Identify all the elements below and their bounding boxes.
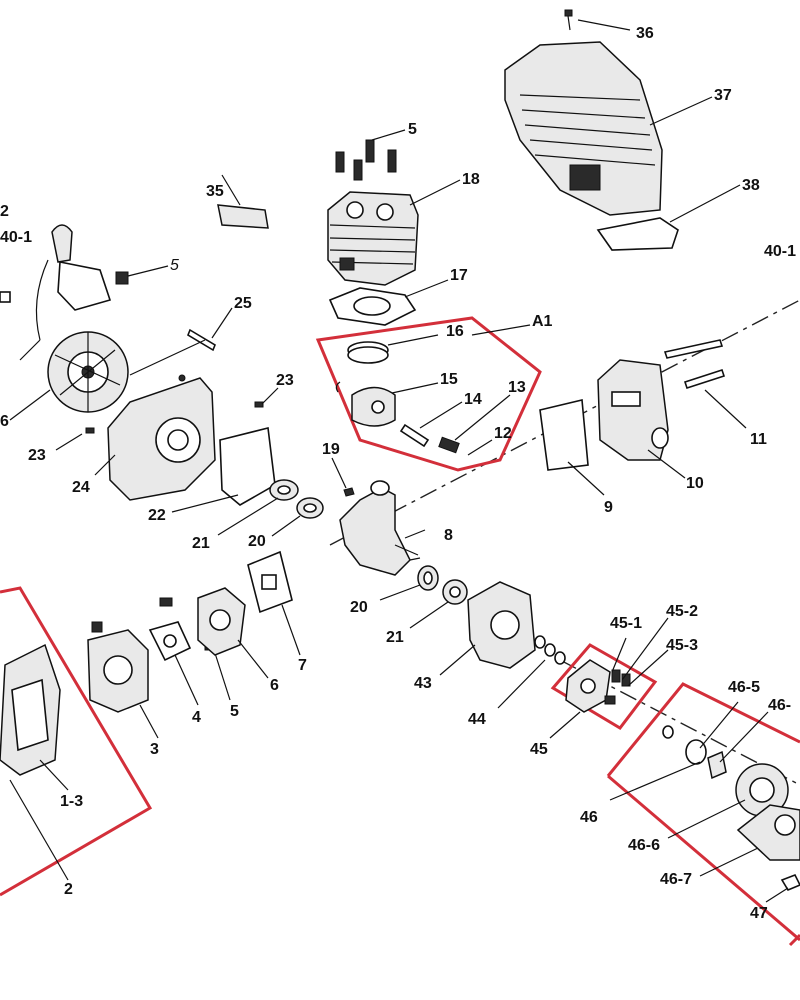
air-filter-assembly bbox=[0, 586, 153, 897]
cylinder-18 bbox=[327, 179, 461, 286]
label-2-bottom: 2 bbox=[64, 881, 73, 898]
label-18: 18 bbox=[462, 171, 480, 188]
label-21-upper: 21 bbox=[192, 535, 210, 552]
crankcase-24 bbox=[94, 374, 216, 501]
label-21-lower: 21 bbox=[386, 629, 404, 646]
label-36: 36 bbox=[636, 25, 654, 42]
label-11: 11 bbox=[750, 431, 767, 448]
label-3: 3 bbox=[150, 741, 159, 758]
label-15: 15 bbox=[440, 371, 458, 388]
label-2-top: 2 bbox=[0, 203, 9, 220]
label-14: 14 bbox=[464, 391, 482, 408]
screw-36 bbox=[564, 9, 631, 31]
label-45-3: 45-3 bbox=[666, 637, 698, 654]
seal-20-upper bbox=[271, 497, 324, 537]
label-46: 46 bbox=[580, 809, 598, 826]
gasket-22 bbox=[171, 427, 276, 513]
washers-44 bbox=[497, 635, 566, 709]
label-5-lower: 5 bbox=[230, 703, 239, 720]
label-46-6: 46-6 bbox=[628, 837, 660, 854]
intake-6 bbox=[197, 587, 269, 679]
label-1-3: 1-3 bbox=[60, 793, 83, 810]
highlight-46-bottom bbox=[607, 774, 800, 942]
gasket-38 bbox=[596, 184, 741, 251]
highlight-45-outline bbox=[550, 643, 658, 730]
label-46-7: 46-7 bbox=[660, 871, 692, 888]
clutch-drum-46 bbox=[606, 682, 800, 947]
crankcase-43 bbox=[439, 581, 536, 676]
crankshaft-8 bbox=[339, 480, 426, 576]
label-47: 47 bbox=[750, 905, 768, 922]
label-8: 8 bbox=[444, 527, 453, 544]
label-46-x: 46- bbox=[768, 697, 791, 714]
seal-20-lower bbox=[379, 565, 439, 601]
label-6-lower: 6 bbox=[270, 677, 279, 694]
label-20-lower: 20 bbox=[350, 599, 368, 616]
bearing-21-lower bbox=[409, 579, 468, 629]
muffler-10 bbox=[597, 359, 686, 479]
label-25: 25 bbox=[234, 295, 252, 312]
label-a1: A1 bbox=[532, 313, 553, 330]
label-5-top: 5 bbox=[408, 121, 417, 138]
highlight-left-outline bbox=[0, 586, 153, 897]
carburetor-3 bbox=[87, 621, 159, 739]
screw-5-italic bbox=[115, 265, 169, 285]
label-4: 4 bbox=[192, 709, 201, 726]
label-9: 9 bbox=[604, 499, 613, 516]
exhaust-gasket-9 bbox=[539, 399, 605, 496]
label-46-5: 46-5 bbox=[728, 679, 760, 696]
cylinder-gasket-17 bbox=[328, 279, 449, 326]
label-16: 16 bbox=[446, 323, 464, 340]
label-22: 22 bbox=[148, 507, 166, 524]
part-labels: 36 37 38 5 18 35 2 40-1 5 40-1 17 25 16 … bbox=[0, 25, 796, 922]
key-19 bbox=[331, 457, 355, 497]
label-13: 13 bbox=[508, 379, 526, 396]
label-12: 12 bbox=[494, 425, 512, 442]
spark-plug-35 bbox=[217, 174, 269, 229]
label-5-italic: 5 bbox=[170, 257, 179, 274]
carb-gasket-4 bbox=[148, 621, 199, 706]
label-40-1-right: 40-1 bbox=[764, 243, 796, 260]
label-6-left: 6 bbox=[0, 413, 9, 430]
highlight-a1-outline bbox=[315, 316, 542, 472]
pin-25 bbox=[129, 307, 233, 376]
muffler-bolts-11 bbox=[663, 339, 747, 429]
label-38: 38 bbox=[742, 177, 760, 194]
label-35: 35 bbox=[206, 183, 224, 200]
label-45: 45 bbox=[530, 741, 548, 758]
gasket-7 bbox=[247, 550, 301, 656]
label-43: 43 bbox=[414, 675, 432, 692]
clutch-45 bbox=[549, 617, 669, 739]
ignition-coil bbox=[0, 224, 112, 361]
label-10: 10 bbox=[686, 475, 704, 492]
label-19: 19 bbox=[322, 441, 340, 458]
label-45-2: 45-2 bbox=[666, 603, 698, 620]
label-24: 24 bbox=[72, 479, 90, 496]
label-23-right: 23 bbox=[276, 372, 294, 389]
label-44: 44 bbox=[468, 711, 486, 728]
label-40-1-left: 40-1 bbox=[0, 229, 32, 246]
pins-23 bbox=[55, 387, 279, 451]
cylinder-bolts-5 bbox=[335, 129, 406, 181]
label-20-upper: 20 bbox=[248, 533, 266, 550]
label-7: 7 bbox=[298, 657, 307, 674]
label-45-1: 45-1 bbox=[610, 615, 642, 632]
label-23-left: 23 bbox=[28, 447, 46, 464]
bearing-21-upper bbox=[217, 479, 299, 536]
label-17: 17 bbox=[450, 267, 468, 284]
flywheel-6 bbox=[9, 331, 129, 421]
piston-kit-a1 bbox=[315, 316, 542, 472]
engine-cover-37 bbox=[504, 41, 713, 216]
label-37: 37 bbox=[714, 87, 732, 104]
